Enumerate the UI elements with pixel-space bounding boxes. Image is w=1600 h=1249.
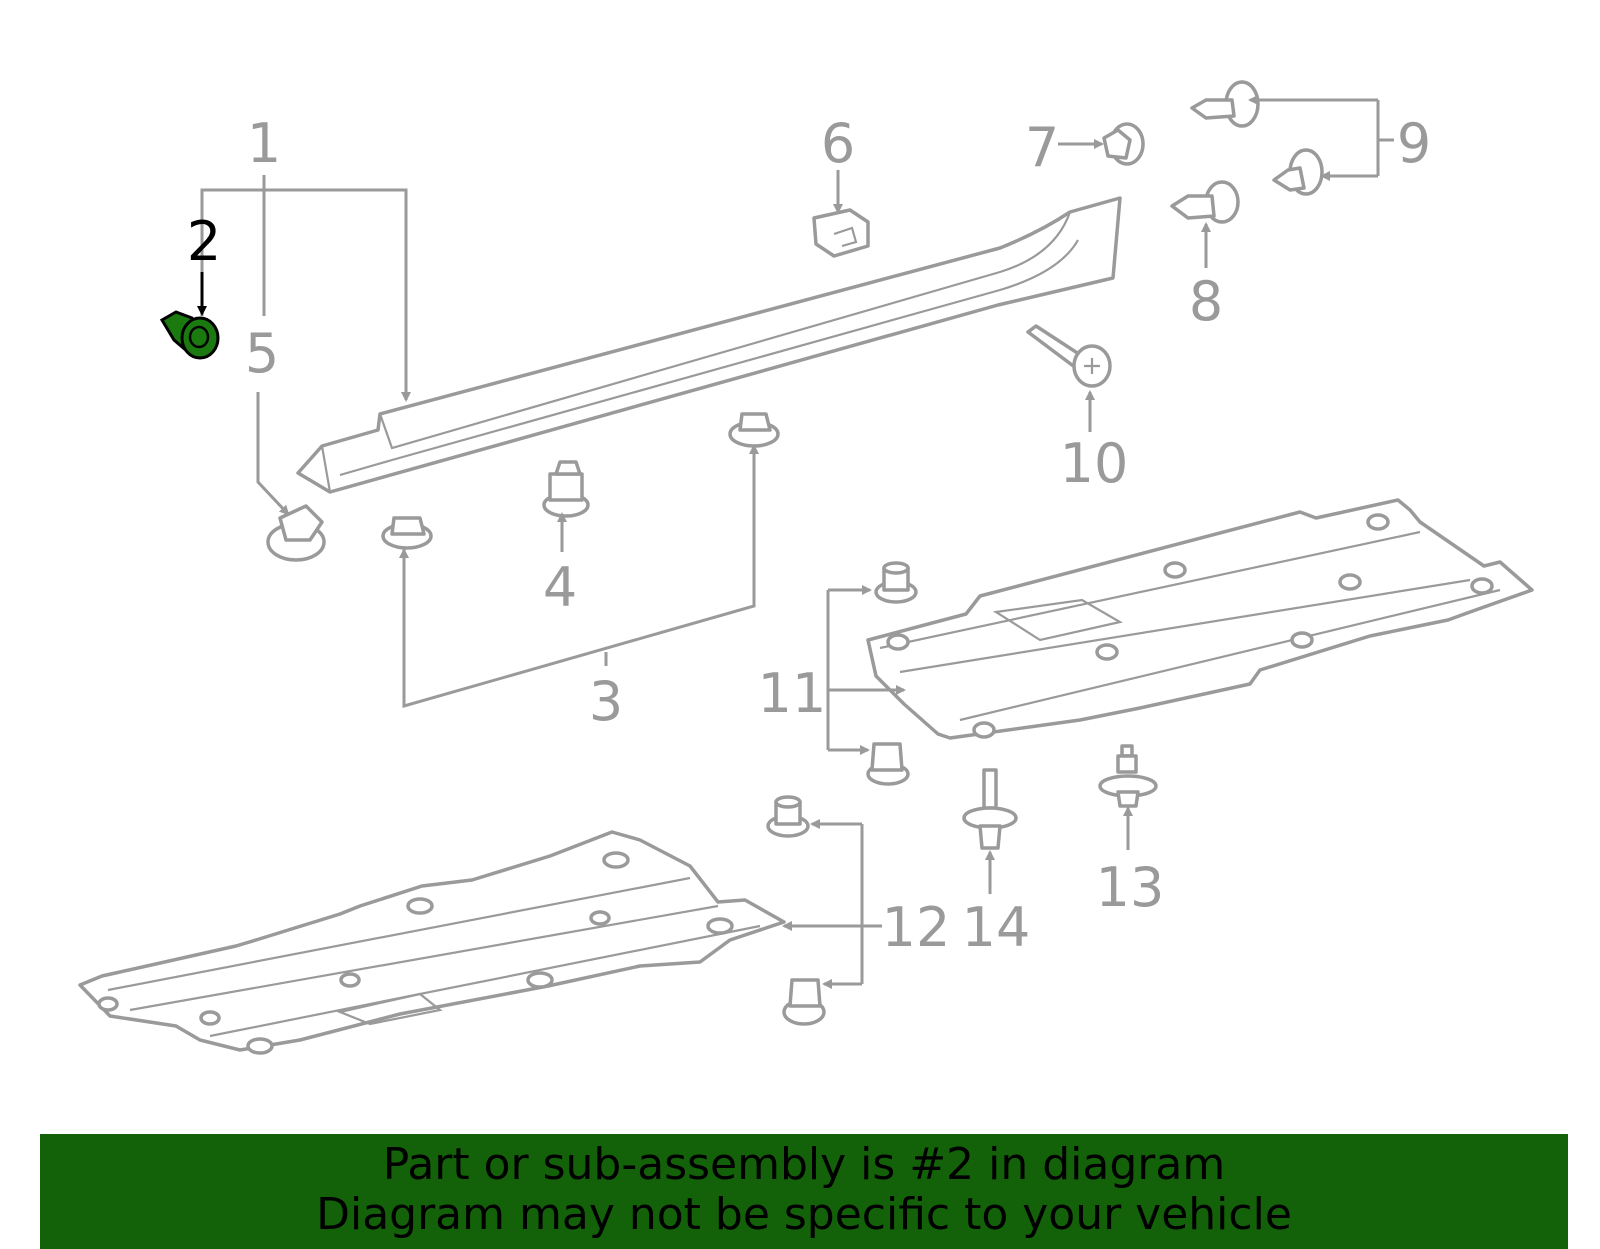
clip-part-3-right <box>728 412 780 448</box>
clip-part-13 <box>1098 744 1158 808</box>
callout-12[interactable]: 12 <box>882 896 951 959</box>
push-pin-part-8 <box>1170 180 1240 224</box>
clip-part-12-upper <box>766 795 810 838</box>
callout-6[interactable]: 6 <box>821 112 855 175</box>
clip-part-14 <box>962 768 1018 850</box>
callout-1[interactable]: 1 <box>247 112 281 175</box>
pin-part-9-lower <box>1272 148 1324 196</box>
clip-part-11-lower <box>866 742 910 786</box>
callout-3[interactable]: 3 <box>589 670 623 733</box>
callout-13[interactable]: 13 <box>1096 856 1165 919</box>
callout-10[interactable]: 10 <box>1060 432 1129 495</box>
screw-part-10 <box>1026 324 1112 388</box>
clip-part-7 <box>1102 122 1145 166</box>
leader-5 <box>256 392 290 516</box>
info-banner: Part or sub-assembly is #2 in diagram Di… <box>40 1134 1568 1249</box>
callout-7[interactable]: 7 <box>1025 116 1059 179</box>
clip-part-12-lower <box>782 978 826 1026</box>
leader-1 <box>200 188 411 402</box>
callout-9[interactable]: 9 <box>1397 112 1431 175</box>
clip-part-2-highlighted[interactable] <box>159 310 220 360</box>
under-cover-lower <box>78 830 786 1055</box>
clip-part-5 <box>266 504 326 562</box>
clip-part-11-upper <box>874 561 918 604</box>
callout-2[interactable]: 2 <box>187 210 221 273</box>
rocker-molding <box>296 196 1122 494</box>
pin-part-9-upper <box>1190 80 1260 128</box>
banner-line-1: Part or sub-assembly is #2 in diagram <box>382 1139 1226 1190</box>
under-cover-upper <box>866 498 1534 740</box>
banner-line-2: Diagram may not be specific to your vehi… <box>316 1189 1292 1240</box>
callout-4[interactable]: 4 <box>543 556 577 619</box>
retainer-part-6 <box>812 208 870 258</box>
callout-11[interactable]: 11 <box>758 662 827 725</box>
clip-part-3-left <box>381 516 433 550</box>
callout-14[interactable]: 14 <box>962 896 1031 959</box>
clip-part-4 <box>542 460 590 518</box>
callout-5[interactable]: 5 <box>245 322 279 385</box>
callout-8[interactable]: 8 <box>1189 270 1223 333</box>
